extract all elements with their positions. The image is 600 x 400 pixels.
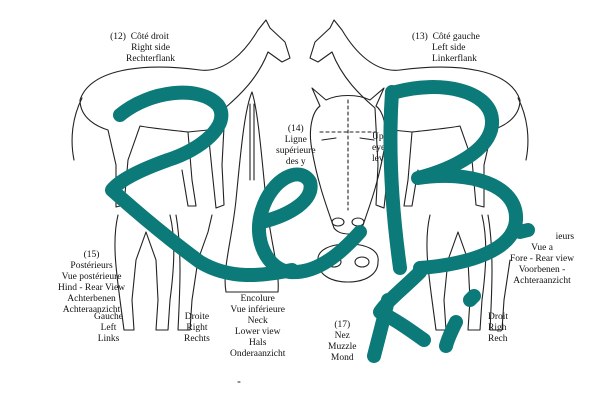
label-hind-left: Gauche Left Links bbox=[94, 312, 124, 344]
label-hind-right: Droite Right Rechts bbox=[184, 312, 210, 344]
label-muzzle: (17) Nez Muzzle Mond bbox=[328, 320, 357, 363]
horse-neck-lower-view bbox=[224, 91, 279, 293]
horse-hind-rear-view bbox=[114, 214, 213, 331]
label-right-side: (12) Côté droit Right side Rechterflank bbox=[110, 32, 176, 64]
label-topline: (14) Ligne supérieure des y bbox=[276, 124, 316, 167]
label-neck-lower-view: Encolure Vue inférieure Neck Lower view … bbox=[230, 294, 286, 359]
label-fore-right: Droit Righ Rech bbox=[488, 312, 509, 344]
label-left-side: (13) Côté gauche Left side Linkerflank bbox=[412, 32, 480, 64]
horse-left-side-view bbox=[309, 19, 529, 209]
label-fore-rear-view: ieurs Vue a Fore - Rear view Voorbenen -… bbox=[510, 232, 575, 286]
label-upper-eye-level: Uppe eye level bbox=[372, 132, 393, 164]
horse-right-side-view bbox=[71, 19, 291, 209]
label-hind-rear-view: (15) Postérieurs Vue postérieure Hind - … bbox=[58, 250, 126, 315]
